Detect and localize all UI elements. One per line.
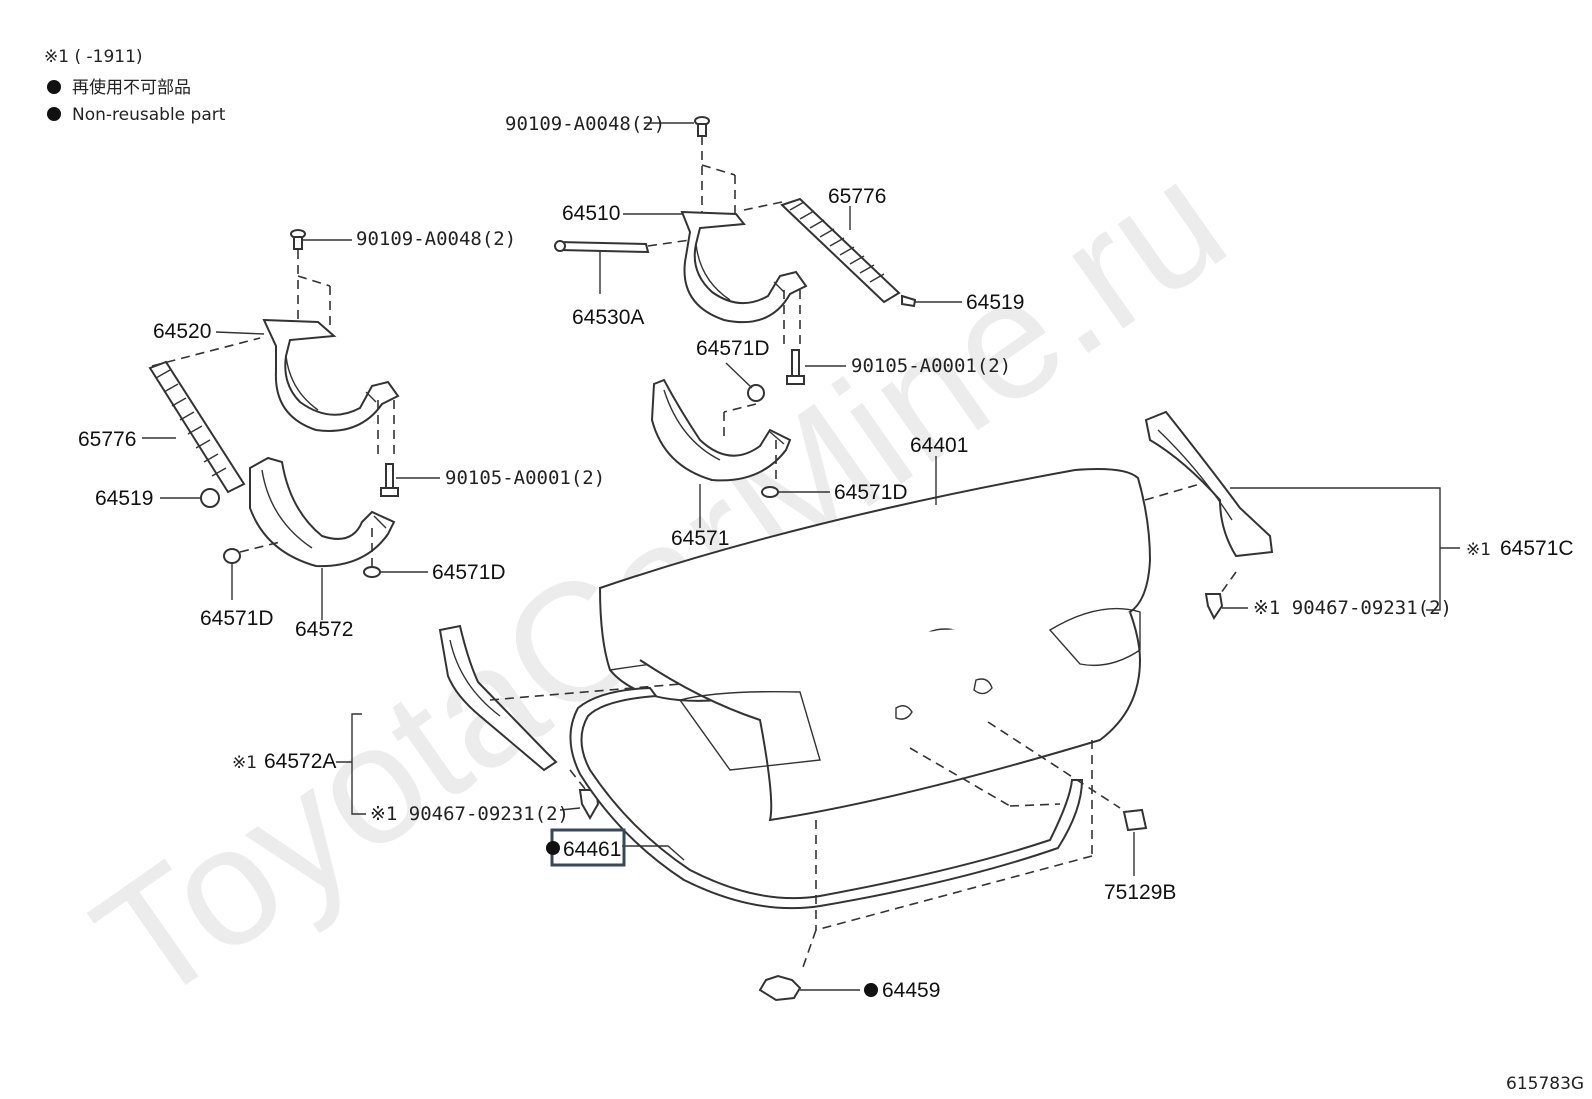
label-plug[interactable]: 75129B [1104, 881, 1176, 904]
bolt-icon[interactable] [786, 349, 805, 385]
weatherstrip-group [546, 686, 1121, 931]
label-cover-clip-rh-b[interactable]: 64571D [834, 481, 908, 504]
plug-icon[interactable] [1122, 808, 1148, 832]
side-cover-lh-group [336, 624, 681, 821]
label-lid[interactable]: 64401 [910, 434, 968, 457]
label-clip-lh[interactable]: 64519 [95, 487, 153, 510]
spring-rh-icon[interactable] [780, 197, 901, 304]
hinge-cover-lh-icon[interactable] [249, 456, 396, 568]
label-bolt-90105-rh[interactable]: 90105-A0001(2) [851, 355, 1011, 377]
clip-icon[interactable] [363, 566, 381, 578]
label-cushion[interactable]: 64459 [882, 979, 940, 1002]
label-cover-clip-lh-b[interactable]: 64571D [432, 561, 506, 584]
part-labels: 90109-A0048(2) 64510 65776 64530A 64519 … [78, 113, 1584, 1094]
bolt-icon[interactable] [290, 229, 306, 250]
label-clip-90467-rh[interactable]: ※1 90467-09231(2) [1253, 597, 1452, 619]
clip-icon[interactable] [747, 384, 765, 402]
nonreusable-dot-icon [47, 107, 61, 121]
label-torsion-rod[interactable]: 64530A [572, 306, 644, 329]
label-spring-lh[interactable]: 65776 [78, 428, 136, 451]
label-hinge-rh[interactable]: 64510 [562, 202, 620, 225]
hinge-lh-icon[interactable] [262, 318, 400, 432]
label-clip-rh[interactable]: 64519 [966, 291, 1024, 314]
diagram-code: 615783G [1506, 1074, 1584, 1094]
side-cover-rh-icon[interactable] [1144, 410, 1274, 558]
hinge-rh-group [554, 116, 962, 528]
clip-icon[interactable] [761, 486, 779, 498]
note-marker: ※1 [232, 753, 257, 773]
label-bolt-top[interactable]: 90109-A0048(2) [505, 113, 665, 135]
label-clip-90467-lh[interactable]: ※1 90467-09231(2) [370, 803, 569, 825]
legend-jp: 再使用不可部品 [72, 77, 191, 98]
weatherstrip-icon[interactable] [569, 686, 1084, 910]
label-bolt-90105-lh[interactable]: 90105-A0001(2) [445, 467, 605, 489]
label-cover-lh[interactable]: 64572 [295, 618, 353, 641]
cushion-icon[interactable] [758, 974, 802, 1002]
bolt-icon[interactable] [380, 463, 399, 497]
label-spring-rh[interactable]: 65776 [828, 185, 886, 208]
plug-group [1122, 808, 1148, 876]
label-cover-clip-lh-a[interactable]: 64571D [200, 607, 274, 630]
spring-lh-icon[interactable] [148, 360, 246, 494]
label-weatherstrip[interactable]: 64461 [563, 838, 621, 861]
clip-icon[interactable] [223, 548, 241, 564]
note-1: ※1 ( -1911) [44, 47, 143, 67]
legend-en: Non-reusable part [72, 105, 226, 125]
clip-icon[interactable] [1204, 593, 1224, 620]
label-cover-rh[interactable]: 64571 [671, 527, 729, 550]
side-cover-lh-icon[interactable] [438, 624, 558, 772]
nonreusable-dot-icon [864, 983, 878, 997]
label-cover-clip-rh-a[interactable]: 64571D [696, 337, 770, 360]
label-side-cover-rh[interactable]: 64571C [1500, 537, 1574, 560]
nonreusable-dot-icon [546, 841, 560, 855]
clip-lh-icon[interactable] [200, 488, 220, 508]
label-hinge-lh[interactable]: 64520 [153, 320, 211, 343]
torsion-rod-icon[interactable] [556, 240, 650, 254]
cushion-group [758, 929, 878, 1002]
side-cover-rh-group [1144, 410, 1460, 620]
hinge-rh-icon[interactable] [680, 210, 808, 324]
nonreusable-dot-icon [47, 80, 61, 94]
hinge-cover-rh-icon[interactable] [650, 378, 792, 482]
clip-rh-icon[interactable] [901, 294, 917, 308]
hinge-lh-group [142, 229, 440, 620]
bolt-icon[interactable] [694, 116, 710, 137]
note-marker: ※1 [1466, 540, 1491, 560]
luggage-lid-group [598, 456, 1201, 822]
label-bolt-left[interactable]: 90109-A0048(2) [356, 228, 516, 250]
label-side-cover-lh[interactable]: 64572A [264, 750, 336, 773]
